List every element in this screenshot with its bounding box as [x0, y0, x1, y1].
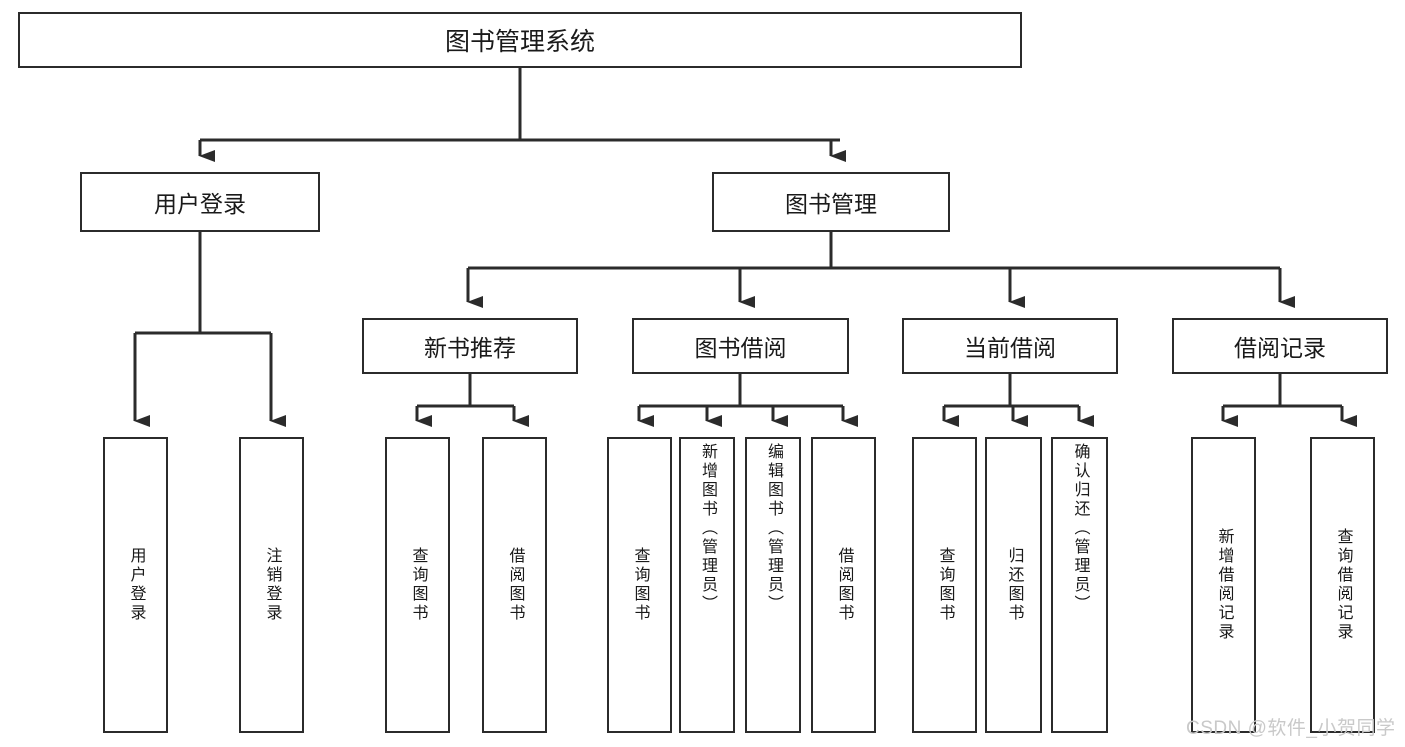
- node-borrow-record-label: 借阅记录: [1234, 335, 1326, 361]
- node-leaf-query-book-3[interactable]: 查询图书: [912, 437, 977, 733]
- node-new-book-recommend-label: 新书推荐: [424, 335, 516, 361]
- node-leaf-borrow-book-2[interactable]: 借阅图书: [811, 437, 876, 733]
- node-leaf-add-book-label: 新增图书（管理员）: [699, 443, 716, 614]
- node-book-manage-label: 图书管理: [785, 191, 877, 217]
- node-leaf-borrow-book-2-label: 借阅图书: [835, 547, 853, 623]
- node-user-login-label: 用户登录: [154, 191, 246, 217]
- node-leaf-add-record[interactable]: 新增借阅记录: [1191, 437, 1256, 733]
- node-leaf-query-book-1[interactable]: 查询图书: [385, 437, 450, 733]
- node-book-manage[interactable]: 图书管理: [712, 172, 950, 232]
- node-leaf-confirm-return[interactable]: 确认归还（管理员）: [1051, 437, 1108, 733]
- node-leaf-borrow-book-1-label: 借阅图书: [506, 547, 524, 623]
- node-leaf-logout-label: 注销登录: [263, 547, 281, 623]
- node-leaf-add-record-label: 新增借阅记录: [1215, 528, 1233, 642]
- node-leaf-confirm-return-label: 确认归还（管理员）: [1071, 443, 1089, 614]
- node-leaf-logout[interactable]: 注销登录: [239, 437, 304, 733]
- node-leaf-query-book-2-label: 查询图书: [631, 547, 649, 623]
- node-leaf-query-book-2[interactable]: 查询图书: [607, 437, 672, 733]
- node-book-borrow[interactable]: 图书借阅: [632, 318, 849, 374]
- node-leaf-query-record-label: 查询借阅记录: [1334, 528, 1352, 642]
- node-leaf-user-login-label: 用户登录: [127, 547, 145, 623]
- node-leaf-query-book-3-label: 查询图书: [936, 547, 954, 623]
- node-borrow-record[interactable]: 借阅记录: [1172, 318, 1388, 374]
- node-leaf-edit-book-label: 编辑图书（管理员）: [765, 443, 782, 614]
- node-root[interactable]: 图书管理系统: [18, 12, 1022, 68]
- node-leaf-edit-book[interactable]: 编辑图书（管理员）: [745, 437, 801, 733]
- node-leaf-query-record[interactable]: 查询借阅记录: [1310, 437, 1375, 733]
- node-leaf-return-book[interactable]: 归还图书: [985, 437, 1042, 733]
- node-current-borrow[interactable]: 当前借阅: [902, 318, 1118, 374]
- node-leaf-query-book-1-label: 查询图书: [409, 547, 427, 623]
- node-leaf-user-login[interactable]: 用户登录: [103, 437, 168, 733]
- node-leaf-borrow-book-1[interactable]: 借阅图书: [482, 437, 547, 733]
- node-leaf-add-book[interactable]: 新增图书（管理员）: [679, 437, 735, 733]
- node-root-label: 图书管理系统: [444, 28, 595, 56]
- node-leaf-return-book-label: 归还图书: [1005, 547, 1023, 623]
- watermark: CSDN @软件_小贺同学: [1186, 718, 1396, 739]
- node-new-book-recommend[interactable]: 新书推荐: [362, 318, 578, 374]
- node-book-borrow-label: 图书借阅: [694, 335, 787, 361]
- node-user-login[interactable]: 用户登录: [80, 172, 320, 232]
- node-current-borrow-label: 当前借阅: [964, 335, 1056, 361]
